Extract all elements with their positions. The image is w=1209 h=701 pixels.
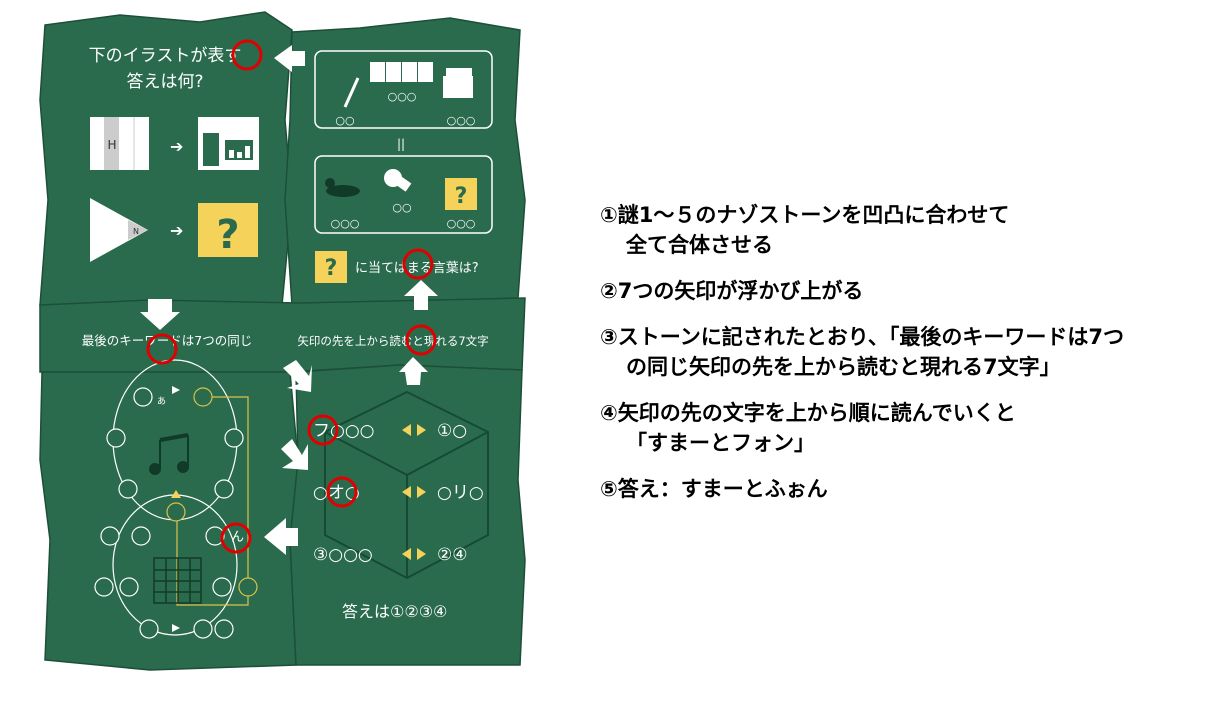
step-2: ②7つの矢印が浮かび上がる bbox=[600, 276, 1200, 306]
treasure-chest-icon bbox=[443, 68, 473, 98]
question-box-small bbox=[445, 178, 477, 210]
shop-icon bbox=[198, 117, 259, 170]
slots-chest: ○○○ bbox=[447, 114, 476, 127]
step-2-line1: ②7つの矢印が浮かび上がる bbox=[600, 279, 864, 303]
question-box-small bbox=[315, 251, 347, 283]
n-label: N bbox=[133, 227, 139, 236]
arrow-diagonal-icon bbox=[281, 439, 308, 470]
arrow-right-icon: ➔ bbox=[170, 137, 183, 156]
slots-cards: ○○○ bbox=[388, 90, 417, 103]
panel2-caption: に当てはまる言葉は? bbox=[355, 261, 479, 276]
whistle-icon bbox=[384, 169, 412, 192]
h-label: H bbox=[107, 138, 116, 152]
panel1-title-line1: 下のイラストが表す bbox=[89, 46, 242, 66]
calendar-icon bbox=[153, 557, 202, 604]
triangle-n-image: N bbox=[90, 198, 148, 262]
arrow-right-icon: ➔ bbox=[170, 221, 183, 240]
label-a: あ bbox=[157, 396, 166, 407]
arrow-up-icon bbox=[399, 357, 428, 385]
row3-left: ③○○○ bbox=[313, 545, 373, 565]
row2-right: ○リ○ bbox=[437, 483, 484, 503]
clue-box-2 bbox=[314, 155, 493, 234]
slots-question: ○○○ bbox=[447, 217, 476, 230]
yellow-path bbox=[176, 396, 249, 606]
step-1-line2: 全て合体させる bbox=[626, 233, 773, 257]
crow-icon bbox=[325, 178, 360, 197]
yellow-slot-circles bbox=[166, 387, 258, 597]
solution-steps: ①謎1～５のナゾストーンを凹凸に合わせて全て合体させる ②7つの矢印が浮かび上が… bbox=[600, 200, 1200, 520]
answer-text: 答えは①②③④ bbox=[342, 602, 447, 621]
arrow-up-icon bbox=[404, 280, 438, 310]
row1-left: フ○○○ bbox=[313, 421, 375, 441]
step-4-line1: ④矢印の先の文字を上から順に読んでいくと bbox=[600, 401, 1016, 425]
arrow-down-icon bbox=[140, 299, 180, 330]
question-mark: ? bbox=[325, 256, 338, 281]
row1-right: ①○ bbox=[437, 421, 467, 441]
row2-left: ○オ○ bbox=[313, 483, 360, 503]
cube-rows: フ○○○ ①○ ○オ○ ○リ○ ③○○○ ②④ bbox=[313, 421, 484, 565]
question-mark: ? bbox=[216, 212, 239, 258]
equals-sign: || bbox=[397, 137, 405, 151]
arrow-left-icon bbox=[264, 518, 298, 555]
slots-brush: ○○ bbox=[335, 114, 354, 127]
step-5-line1: ⑤答え：すまーとふぉん bbox=[600, 477, 828, 501]
arrow-marker bbox=[172, 386, 180, 394]
slots-whistle: ○○ bbox=[392, 201, 411, 214]
row3-right: ②④ bbox=[437, 545, 467, 565]
step-5: ⑤答え：すまーとふぉん bbox=[600, 474, 1200, 504]
striped-h-image: H bbox=[90, 117, 149, 170]
slots-crow: ○○○ bbox=[331, 217, 360, 230]
white-arrows bbox=[140, 45, 438, 555]
clue-box-1 bbox=[314, 50, 493, 129]
step-3: ③ストーンに記されたとおり、「最後のキーワードは7つの同じ矢印の先を上から読むと… bbox=[600, 322, 1200, 382]
step-4-line2: 「すまーとフォン」 bbox=[626, 431, 815, 455]
arrow-marker bbox=[172, 624, 180, 632]
arrow-marker-up bbox=[171, 490, 181, 498]
arrow-diagonal-icon bbox=[283, 360, 312, 392]
playing-cards-icon bbox=[370, 62, 433, 82]
music-note-icon bbox=[149, 433, 189, 475]
stone-bottom-left bbox=[39, 371, 299, 671]
panel1-title-line2: 答えは何? bbox=[126, 72, 203, 92]
slot-circles bbox=[94, 387, 244, 639]
step-1: ①謎1～５のナゾストーンを凹凸に合わせて全て合体させる bbox=[600, 200, 1200, 260]
step-4: ④矢印の先の文字を上から順に読んでいくと「すまーとフォン」 bbox=[600, 398, 1200, 458]
step-3-line2: の同じ矢印の先を上から読むと現れる7文字」 bbox=[626, 355, 1061, 379]
yellow-double-arrows bbox=[402, 424, 426, 560]
strip-left-text: 最後のキーワードは7つの同じ bbox=[82, 333, 252, 348]
brush-icon bbox=[343, 77, 360, 108]
strip-right-text: 矢印の先を上から読むと現れる7文字 bbox=[297, 334, 488, 348]
arrow-left-icon bbox=[274, 45, 305, 72]
highlight-circles bbox=[146, 39, 437, 554]
step-1-line1: ①謎1～５のナゾストーンを凹凸に合わせて bbox=[600, 203, 1010, 227]
label-n: ん bbox=[231, 530, 244, 545]
question-mark: ? bbox=[455, 184, 468, 209]
question-box bbox=[198, 203, 258, 257]
step-3-line1: ③ストーンに記されたとおり、「最後のキーワードは7つ bbox=[600, 325, 1124, 349]
